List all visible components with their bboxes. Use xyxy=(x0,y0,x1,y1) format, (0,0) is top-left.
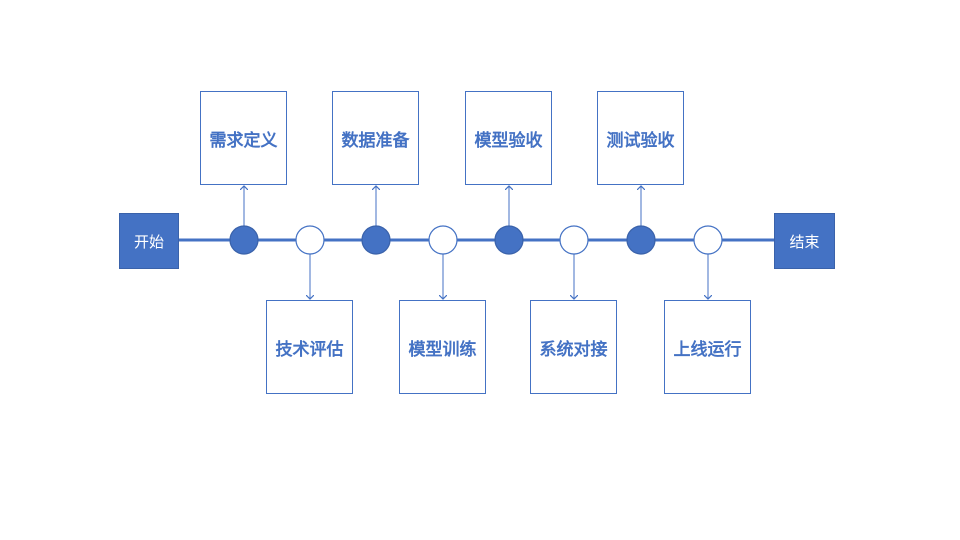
milestone-node-1 xyxy=(229,225,259,255)
step-label: 模型验收 xyxy=(474,130,543,151)
milestone-node-6 xyxy=(559,225,589,255)
milestone-node-7 xyxy=(626,225,656,255)
step-label: 上线运行 xyxy=(673,339,742,360)
step-label: 需求定义 xyxy=(209,130,278,151)
milestone-node-5 xyxy=(494,225,524,255)
end-node: 结束 xyxy=(774,213,835,269)
step-label: 测试验收 xyxy=(606,130,675,151)
start-node: 开始 xyxy=(119,213,179,269)
step-label: 系统对接 xyxy=(539,339,608,360)
step-box-7: 测试验收 xyxy=(597,91,684,185)
milestone-node-2 xyxy=(295,225,325,255)
step-box-3: 数据准备 xyxy=(332,91,419,185)
step-box-6: 系统对接 xyxy=(530,300,617,394)
step-box-8: 上线运行 xyxy=(664,300,751,394)
end-label: 结束 xyxy=(789,232,820,251)
start-label: 开始 xyxy=(133,232,164,251)
step-label: 技术评估 xyxy=(275,339,344,360)
step-box-4: 模型训练 xyxy=(399,300,486,394)
step-label: 模型训练 xyxy=(408,339,477,360)
milestone-node-8 xyxy=(693,225,723,255)
milestone-node-4 xyxy=(428,225,458,255)
step-box-5: 模型验收 xyxy=(465,91,552,185)
step-box-1: 需求定义 xyxy=(200,91,287,185)
step-label: 数据准备 xyxy=(341,130,410,151)
step-box-2: 技术评估 xyxy=(266,300,353,394)
milestone-node-3 xyxy=(361,225,391,255)
